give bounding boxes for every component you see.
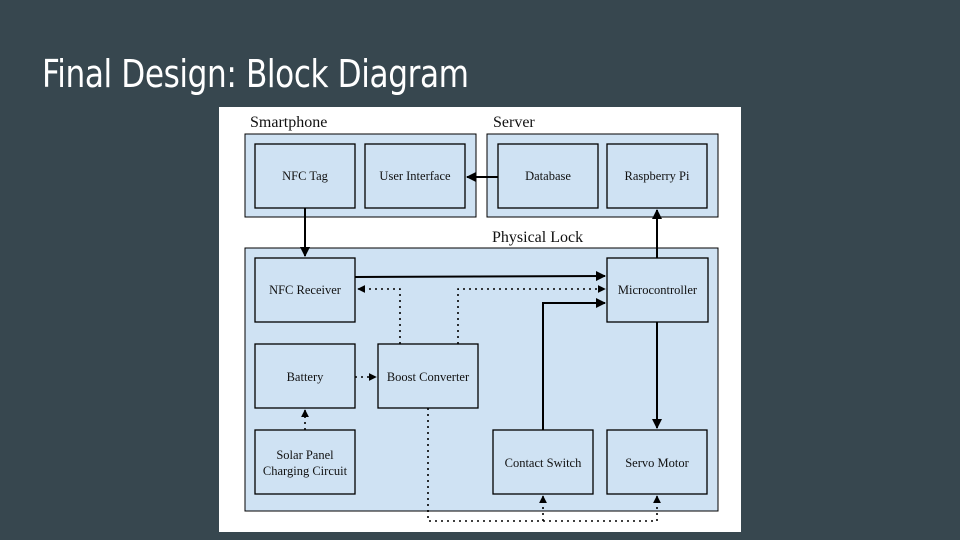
block-diagram-svg: Smartphone Server Physical Lock NFC Tag … <box>244 114 719 522</box>
boost-converter-label: Boost Converter <box>387 370 470 384</box>
microcontroller-label: Microcontroller <box>618 283 698 297</box>
database-label: Database <box>525 169 571 183</box>
raspberry-pi-label: Raspberry Pi <box>625 169 690 183</box>
power-boost-to-micro <box>457 285 606 344</box>
battery-block: Battery <box>254 343 356 409</box>
slide-title: Final Design: Block Diagram <box>42 52 469 96</box>
battery-label: Battery <box>287 370 325 384</box>
database-block: Database <box>497 143 599 209</box>
microcontroller-block: Microcontroller <box>606 257 709 323</box>
group-label-smartphone: Smartphone <box>250 114 327 131</box>
nfc-receiver-block: NFC Receiver <box>254 257 356 323</box>
solar-panel-label-line1: Solar Panel <box>276 448 334 462</box>
contact-switch-label: Contact Switch <box>505 456 582 470</box>
group-label-server: Server <box>493 114 535 131</box>
arrow-switch-to-micro <box>542 298 606 430</box>
group-label-physical-lock: Physical Lock <box>492 229 583 246</box>
nfc-tag-label: NFC Tag <box>282 169 329 183</box>
power-boost-to-receiver <box>357 285 401 344</box>
user-interface-block: User Interface <box>364 143 466 209</box>
user-interface-label: User Interface <box>379 169 451 183</box>
servo-motor-label: Servo Motor <box>625 456 689 470</box>
power-boost-bus <box>427 408 657 522</box>
raspberry-pi-block: Raspberry Pi <box>606 143 708 209</box>
boost-converter-block: Boost Converter <box>377 343 479 409</box>
solar-panel-label-line2: Charging Circuit <box>263 464 348 478</box>
solar-panel-block: Solar Panel Charging Circuit <box>254 429 356 495</box>
nfc-tag-block: NFC Tag <box>254 143 356 209</box>
block-diagram: Smartphone Server Physical Lock NFC Tag … <box>219 107 741 532</box>
arrow-receiver-to-micro <box>354 271 606 282</box>
servo-motor-block: Servo Motor <box>606 429 708 495</box>
contact-switch-block: Contact Switch <box>492 429 594 495</box>
nfc-receiver-label: NFC Receiver <box>269 283 342 297</box>
